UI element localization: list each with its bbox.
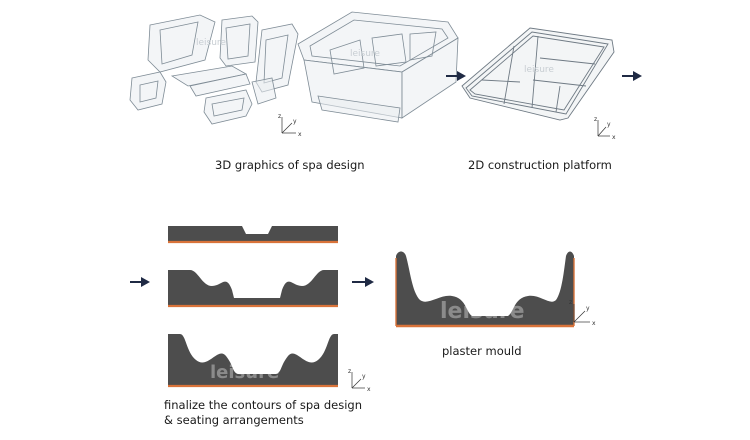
- contour-profile-3: [168, 334, 338, 388]
- caption-spa-design: 3D graphics of spa design: [215, 158, 365, 172]
- arrow-2: [622, 71, 642, 81]
- assembled-spa: [297, 11, 459, 123]
- wm-overlay-a: leisure: [196, 38, 226, 48]
- axis4-z: z: [569, 299, 572, 306]
- axis2-z: z: [594, 116, 597, 123]
- wm-overlay-b: leisure: [350, 49, 380, 59]
- axis3-z: z: [348, 368, 351, 375]
- caption-platform: 2D construction platform: [468, 158, 612, 172]
- watermark-text-1: leisure: [210, 362, 279, 383]
- arrow-4: [352, 277, 374, 287]
- construction-platform: [461, 27, 615, 121]
- watermark-text-2: leisure: [440, 299, 525, 324]
- exploded-spa-parts: [129, 14, 299, 125]
- contour-profile-1: [168, 226, 338, 244]
- axis1-y: y: [293, 118, 297, 125]
- axis2-x: x: [612, 134, 616, 141]
- axis-triad-4: [573, 304, 590, 323]
- wm-overlay-c: leisure: [524, 65, 554, 75]
- axis-triad-2: [597, 120, 610, 137]
- axis1-x: x: [298, 131, 302, 138]
- axis4-y: y: [586, 305, 590, 312]
- plaster-mould-profile: [395, 251, 575, 328]
- caption-contours-line1: finalize the contours of spa design: [164, 398, 363, 412]
- caption-contours-line2: & seating arrangements: [164, 413, 304, 427]
- contour-profile-2: [168, 270, 338, 308]
- axis-triad-3: [351, 372, 365, 389]
- arrow-1: [446, 71, 466, 81]
- axis2-y: y: [607, 121, 611, 128]
- axis1-z: z: [278, 113, 281, 120]
- axis-triad-1: [281, 117, 296, 134]
- axis3-y: y: [362, 373, 366, 380]
- axis4-x: x: [592, 320, 596, 327]
- caption-mould: plaster mould: [442, 344, 522, 358]
- axis3-x: x: [367, 386, 371, 393]
- arrow-3: [130, 277, 150, 287]
